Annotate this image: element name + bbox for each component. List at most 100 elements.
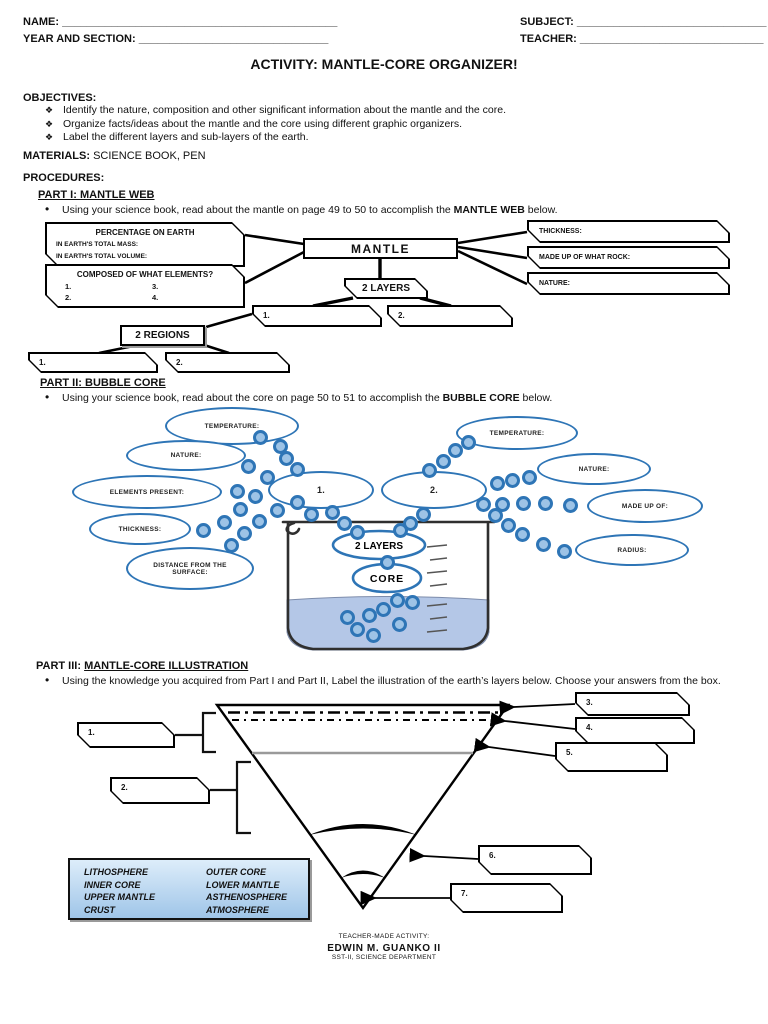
bubble bbox=[339, 609, 355, 625]
bubble bbox=[223, 537, 239, 553]
made-of-rock-box: MADE UP OF WHAT ROCK: bbox=[527, 246, 730, 269]
bubble bbox=[229, 483, 245, 499]
objectives-label: OBJECTIVES: bbox=[23, 92, 97, 104]
label-blank-5: 5. bbox=[555, 742, 668, 772]
header-left: NAME: __________________________________… bbox=[23, 14, 337, 48]
year-blank-line: _______________________________ bbox=[138, 33, 329, 45]
layer-blank-2: 2. bbox=[387, 305, 513, 327]
element-blank-4: 4. bbox=[152, 293, 159, 302]
bubble bbox=[514, 526, 530, 542]
subject-blank-line: _______________________________ bbox=[576, 16, 767, 28]
bubble bbox=[289, 494, 305, 510]
bubble bbox=[537, 495, 553, 511]
diamond-bullet-icon: ❖ bbox=[45, 105, 54, 115]
bubble bbox=[259, 469, 275, 485]
two-layers-box: 2 LAYERS bbox=[344, 278, 428, 299]
bubble bbox=[415, 506, 431, 522]
teacher-field: TEACHER: ______________________________ bbox=[520, 33, 764, 45]
label-blank-6: 6. bbox=[478, 845, 592, 875]
footer-department: SST-II, SCIENCE DEPARTMENT bbox=[331, 954, 437, 961]
footer-author: EDWIN M. GUANKO II bbox=[327, 943, 441, 954]
bubble bbox=[252, 429, 268, 445]
nature-oval-core1: NATURE: bbox=[126, 440, 246, 471]
bubble bbox=[504, 472, 520, 488]
element-blank-2: 2. bbox=[65, 293, 72, 302]
bubble bbox=[251, 513, 267, 529]
label-blank-2: 2. bbox=[110, 777, 210, 804]
part1-instruction: •Using your science book, read about the… bbox=[45, 202, 558, 216]
made-up-of-oval: MADE UP OF: bbox=[587, 489, 703, 523]
bubble bbox=[556, 543, 572, 559]
connector-lines bbox=[98, 230, 528, 355]
composed-elements-box: COMPOSED OF WHAT ELEMENTS? 1. 2. 3. 4. bbox=[45, 264, 245, 308]
two-regions-box: 2 REGIONS bbox=[120, 325, 205, 346]
total-mass-blank: IN EARTH'S TOTAL MASS: bbox=[56, 241, 139, 248]
bubble bbox=[562, 497, 578, 513]
bubble bbox=[269, 502, 285, 518]
objective-item: ❖Organize facts/ideas about the mantle a… bbox=[45, 117, 463, 130]
bubble bbox=[435, 453, 451, 469]
nature-box: NATURE: bbox=[527, 272, 730, 295]
thickness-oval: THICKNESS: bbox=[89, 513, 191, 545]
temperature-oval-core2: TEMPERATURE: bbox=[456, 416, 578, 450]
bubble bbox=[475, 496, 491, 512]
bubble bbox=[324, 504, 340, 520]
bubble bbox=[195, 522, 211, 538]
region-blank-1: 1. bbox=[28, 352, 158, 373]
bubble bbox=[447, 442, 463, 458]
header-right: SUBJECT: _______________________________… bbox=[520, 14, 767, 48]
bubble bbox=[365, 627, 381, 643]
materials-line: MATERIALS: SCIENCE BOOK, PEN bbox=[23, 150, 206, 162]
procedures-label: PROCEDURES: bbox=[23, 172, 105, 184]
diamond-bullet-icon: ❖ bbox=[45, 132, 54, 142]
elements-present-oval: ELEMENTS PRESENT: bbox=[72, 475, 222, 509]
bullet-icon: • bbox=[45, 202, 50, 216]
bubble bbox=[535, 536, 551, 552]
box-title: COMPOSED OF WHAT ELEMENTS? bbox=[76, 270, 214, 279]
earth-layers-triangle bbox=[175, 700, 576, 911]
bubble-trails bbox=[0, 402, 768, 658]
materials-label: MATERIALS: bbox=[23, 150, 91, 162]
label-blank-4: 4. bbox=[575, 717, 695, 744]
bubble bbox=[240, 458, 256, 474]
word-bank-column-1: LITHOSPHERE INNER CORE UPPER MANTLE CRUS… bbox=[84, 867, 156, 915]
word-bank: LITHOSPHERE INNER CORE UPPER MANTLE CRUS… bbox=[68, 858, 310, 920]
bubble bbox=[375, 601, 391, 617]
nature-oval-core2: NATURE: bbox=[537, 453, 651, 485]
bubble bbox=[289, 461, 305, 477]
bubble bbox=[272, 438, 288, 454]
outer-core-arc bbox=[309, 824, 417, 835]
bubble bbox=[349, 524, 365, 540]
mantle-center-box: MANTLE bbox=[303, 238, 458, 259]
layer-blank-1: 1. bbox=[252, 305, 382, 327]
distance-from-surface-oval: DISTANCE FROM THE SURFACE: bbox=[126, 547, 254, 590]
part1-heading: PART I: MANTLE WEB bbox=[38, 189, 155, 201]
element-blank-3: 3. bbox=[152, 282, 159, 291]
inner-core-arc bbox=[341, 870, 385, 878]
core-label: CORE bbox=[370, 573, 404, 585]
bullet-icon: • bbox=[45, 673, 50, 687]
bubble bbox=[489, 475, 505, 491]
part3-heading: PART III: MANTLE-CORE ILLUSTRATION bbox=[36, 660, 249, 672]
two-layers-label: 2 LAYERS bbox=[355, 541, 403, 552]
bubble bbox=[421, 462, 437, 478]
bubble bbox=[278, 450, 294, 466]
part2-heading: PART II: BUBBLE CORE bbox=[40, 377, 166, 389]
bubble bbox=[404, 594, 420, 610]
percentage-on-earth-box: PERCENTAGE ON EARTH IN EARTH'S TOTAL MAS… bbox=[45, 222, 245, 267]
bubble bbox=[216, 514, 232, 530]
bubble bbox=[521, 469, 537, 485]
label-blank-1: 1. bbox=[77, 722, 175, 748]
year-section-field: YEAR AND SECTION: ______________________… bbox=[23, 33, 329, 45]
diamond-bullet-icon: ❖ bbox=[45, 118, 54, 129]
total-volume-blank: IN EARTH'S TOTAL VOLUME: bbox=[56, 253, 148, 260]
word-bank-column-2: OUTER CORE LOWER MANTLE ASTHENOSPHERE AT… bbox=[206, 867, 288, 915]
label-blank-3: 3. bbox=[575, 692, 690, 716]
objective-item: ❖Label the different layers and sub-laye… bbox=[45, 131, 309, 143]
bubble bbox=[336, 515, 352, 531]
bubble bbox=[500, 517, 516, 533]
teacher-blank-line: ______________________________ bbox=[579, 33, 764, 45]
activity-title: ACTIVITY: MANTLE-CORE ORGANIZER! bbox=[250, 56, 518, 72]
name-field: NAME: __________________________________… bbox=[23, 16, 338, 28]
